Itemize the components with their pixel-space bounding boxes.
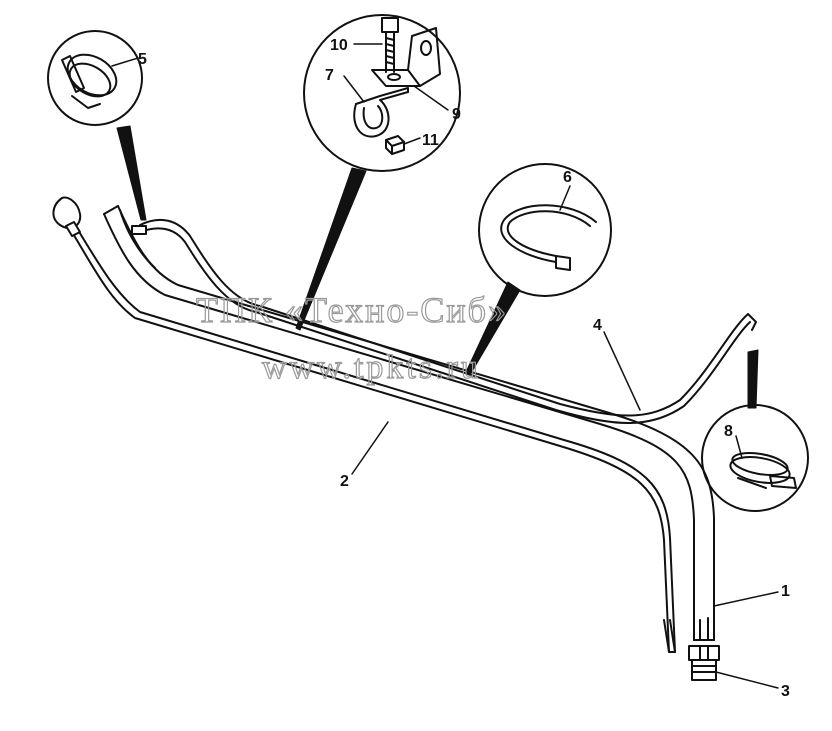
nut-11 (385, 135, 405, 155)
callout-8: 8 (724, 423, 733, 440)
leader-line-4 (603, 331, 641, 411)
leader-wedge-7 (295, 167, 367, 331)
leader-line-11 (403, 137, 421, 145)
bracket-9 (371, 69, 421, 87)
callout-5: 5 (138, 51, 147, 68)
bolt-head-10 (381, 17, 399, 33)
watermark-company: ТПК «Техно-Сиб» (196, 290, 508, 330)
detail-circle-5 (47, 30, 143, 126)
threaded-fitting-3 (688, 645, 720, 681)
breather-hose-4 (131, 218, 757, 424)
leader-wedge-6 (465, 281, 521, 376)
callout-2: 2 (340, 473, 349, 490)
callout-11: 11 (422, 132, 439, 149)
leader-line-3 (715, 671, 779, 689)
cable-tie-6 (500, 204, 597, 271)
callout-4: 4 (593, 317, 602, 334)
hose-clamp-8 (729, 452, 797, 489)
bracket-assembly (353, 17, 441, 155)
callout-7: 7 (325, 67, 334, 84)
callout-6: 6 (563, 169, 572, 186)
callout-3: 3 (781, 683, 790, 700)
dipstick-wire-2 (52, 196, 676, 653)
leader-line-5 (111, 57, 139, 67)
leader-line-6 (559, 185, 571, 211)
hose-clamp-5 (61, 53, 118, 109)
callout-10: 10 (330, 37, 348, 54)
detail-circle-8 (701, 404, 809, 512)
callout-9: 9 (452, 106, 461, 123)
leader-wedges (116, 125, 759, 409)
leader-wedge-8 (747, 349, 759, 409)
leader-line-8 (735, 435, 743, 459)
watermark-website: www.tpkts.ru (262, 349, 481, 386)
clip-7 (353, 91, 409, 138)
detail-circle-bracket (303, 14, 461, 172)
leader-line-9 (413, 85, 449, 111)
leader-line-7 (343, 75, 365, 103)
detail-circle-6 (478, 163, 612, 297)
callout-1: 1 (781, 583, 790, 600)
leader-line-2 (351, 421, 389, 475)
leader-wedge-5 (116, 125, 147, 221)
leader-line-1 (713, 591, 779, 607)
